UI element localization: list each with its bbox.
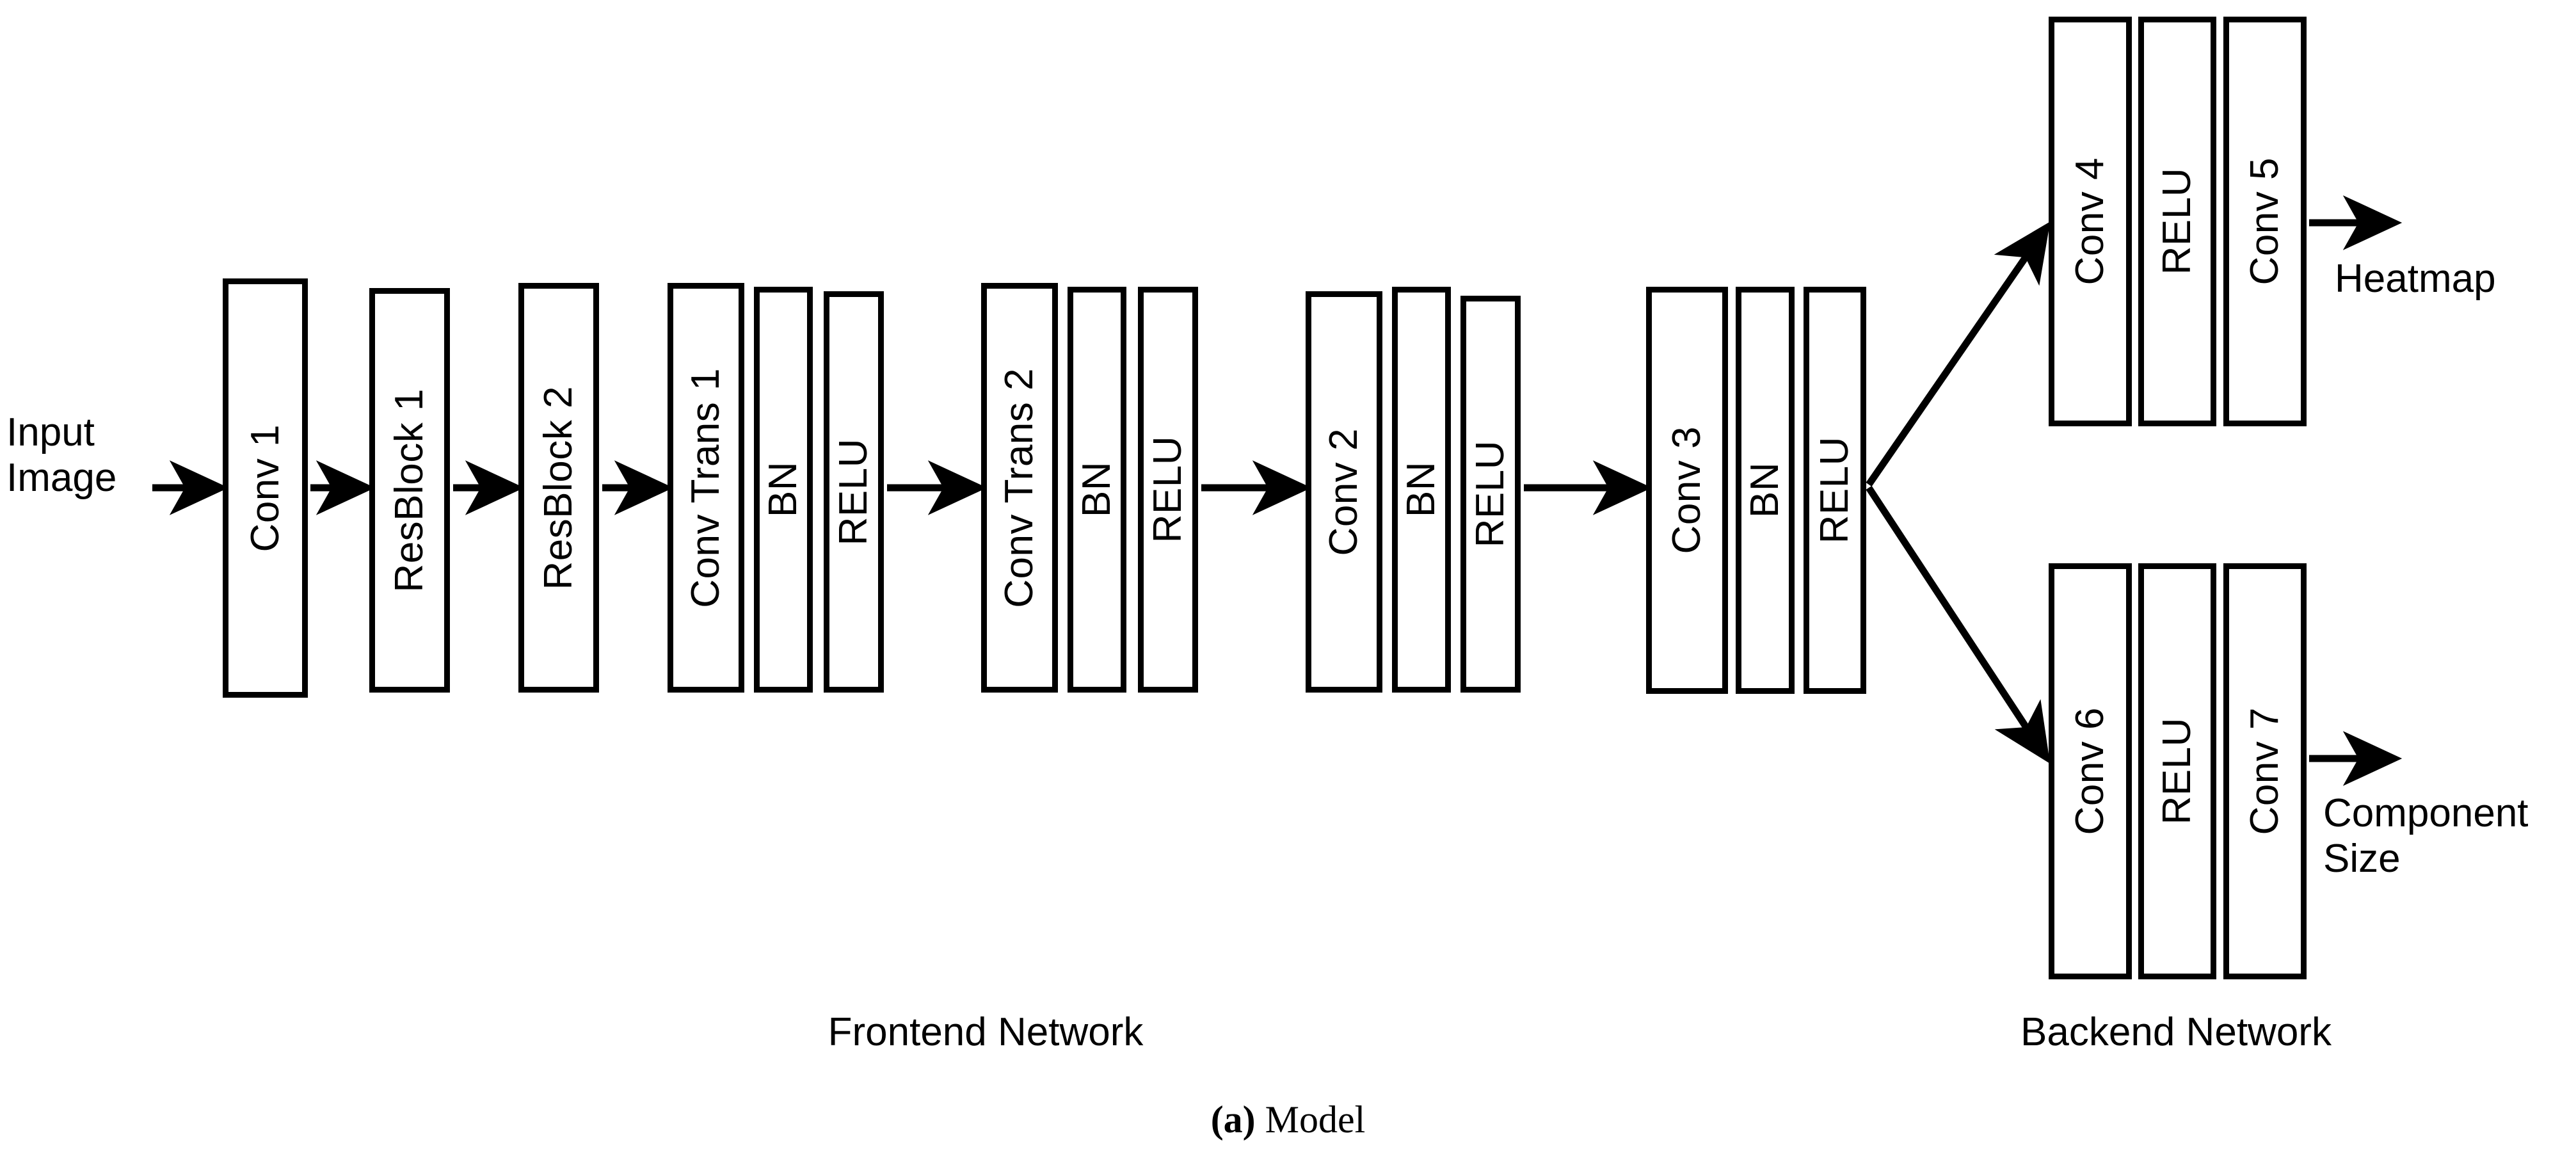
layer-block-conv-6[interactable]: Conv 6 [2049, 563, 2132, 979]
layer-block-conv-1[interactable]: Conv 1 [223, 278, 308, 698]
layer-label-conv-3: Conv 3 [1665, 426, 1709, 554]
layer-label-resblock-1: ResBlock 1 [387, 388, 431, 593]
layer-block-bn-1[interactable]: BN [754, 287, 813, 693]
layer-block-relu-2[interactable]: RELU [1138, 287, 1198, 693]
frontend-network-label: Frontend Network [828, 1010, 1144, 1054]
layer-label-resblock-2: ResBlock 2 [536, 385, 580, 590]
layer-block-bn-3[interactable]: BN [1392, 287, 1451, 693]
layer-label-conv-4: Conv 4 [2068, 157, 2112, 285]
layer-block-bn-2[interactable]: BN [1068, 287, 1126, 693]
layer-label-relu-5: RELU [2155, 168, 2199, 275]
layer-label-conv-7: Conv 7 [2243, 707, 2287, 835]
layer-block-relu-5[interactable]: RELU [2138, 17, 2216, 426]
backend-network-label: Backend Network [2020, 1010, 2332, 1054]
layer-block-conv-7[interactable]: Conv 7 [2223, 563, 2307, 979]
layer-block-conv-2[interactable]: Conv 2 [1306, 291, 1382, 693]
input-image-label: Input Image [6, 410, 117, 501]
figure-caption-text: Model [1255, 1098, 1366, 1141]
layer-block-convtrans-1[interactable]: Conv Trans 1 [668, 283, 744, 693]
component-size-output-label: Component Size [2323, 791, 2529, 881]
layer-block-conv-3[interactable]: Conv 3 [1646, 287, 1728, 694]
arrow-branch-up [1866, 221, 2051, 487]
layer-label-relu-3: RELU [1468, 440, 1512, 548]
layer-block-relu-4[interactable]: RELU [1804, 287, 1866, 694]
heatmap-output-label: Heatmap [2335, 257, 2496, 301]
layer-block-relu-1[interactable]: RELU [824, 291, 884, 693]
figure-caption: (a) Model [0, 1098, 2576, 1142]
layer-label-conv-1: Conv 1 [243, 424, 287, 552]
layer-block-conv-4[interactable]: Conv 4 [2049, 17, 2132, 426]
layer-label-convtrans-1: Conv Trans 1 [684, 367, 728, 608]
layer-label-bn-1: BN [761, 462, 805, 518]
layer-label-relu-6: RELU [2155, 718, 2199, 825]
layer-block-relu-6[interactable]: RELU [2138, 563, 2216, 979]
layer-label-bn-3: BN [1399, 462, 1443, 518]
layer-block-resblock-2[interactable]: ResBlock 2 [518, 283, 599, 693]
layer-label-convtrans-2: Conv Trans 2 [997, 367, 1041, 608]
layer-label-conv-6: Conv 6 [2068, 707, 2112, 835]
layer-block-convtrans-2[interactable]: Conv Trans 2 [981, 283, 1058, 693]
layer-label-relu-4: RELU [1812, 437, 1857, 544]
layer-label-relu-1: RELU [831, 438, 876, 546]
layer-block-relu-3[interactable]: RELU [1460, 296, 1521, 693]
layer-label-bn-4: BN [1743, 462, 1787, 518]
figure-caption-label: (a) [1210, 1098, 1256, 1141]
layer-block-bn-4[interactable]: BN [1736, 287, 1795, 694]
arrow-branch-down [1866, 485, 2051, 764]
layer-block-resblock-1[interactable]: ResBlock 1 [369, 288, 450, 693]
layer-label-conv-5: Conv 5 [2243, 157, 2287, 285]
layer-label-bn-2: BN [1075, 462, 1119, 518]
layer-label-relu-2: RELU [1146, 436, 1190, 543]
layer-block-conv-5[interactable]: Conv 5 [2223, 17, 2307, 426]
layer-label-conv-2: Conv 2 [1322, 428, 1366, 556]
